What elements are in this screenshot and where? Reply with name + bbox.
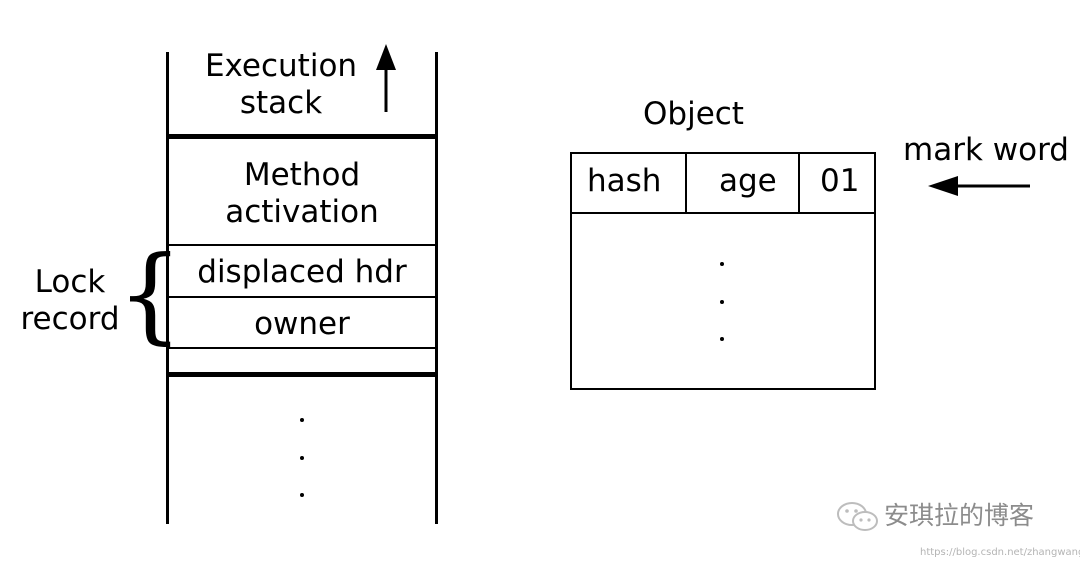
execution-stack-label-line2: stack xyxy=(239,85,323,121)
stack-ellipsis-dot xyxy=(300,456,304,460)
execution-stack-label-line1: Execution xyxy=(204,48,358,84)
cell-divider xyxy=(685,154,687,212)
stack-divider xyxy=(166,296,438,298)
mark-word-cell-age: age xyxy=(719,163,777,199)
stack-divider xyxy=(166,244,438,246)
lock-record-label-line1: Lock xyxy=(34,264,106,300)
stack-divider-thick-top xyxy=(166,134,438,139)
mark-word-label: mark word xyxy=(903,132,1069,168)
stack-divider-thick-bottom xyxy=(166,372,438,377)
lock-record-label-line2: record xyxy=(20,301,120,337)
object-ellipsis-dot xyxy=(720,300,724,304)
object-box: hash age 01 xyxy=(570,152,876,390)
watermark-url: https://blog.csdn.net/zhangwangwei xyxy=(920,547,1080,558)
stack-right-border xyxy=(435,52,438,524)
owner-label: owner xyxy=(254,306,350,342)
up-arrow-icon xyxy=(376,44,396,112)
mark-word-row: hash age 01 xyxy=(572,154,874,214)
object-ellipsis-dot xyxy=(720,337,724,341)
stack-left-border xyxy=(166,52,169,524)
displaced-hdr-label: displaced hdr xyxy=(197,254,407,290)
watermark-blog-name: 安琪拉的博客 xyxy=(884,501,1035,530)
lock-record-brace: { xyxy=(117,233,184,355)
cell-divider xyxy=(798,154,800,212)
method-activation-line1: Method xyxy=(243,157,361,193)
mark-word-cell-hash: hash xyxy=(587,163,662,199)
wechat-icon xyxy=(837,502,878,531)
stack-ellipsis-dot xyxy=(300,418,304,422)
object-title: Object xyxy=(643,96,744,132)
object-ellipsis-dot xyxy=(720,262,724,266)
method-activation-line2: activation xyxy=(225,194,379,230)
stack-divider xyxy=(166,347,438,349)
mark-word-cell-flag: 01 xyxy=(820,163,860,199)
left-arrow-icon xyxy=(928,176,1030,196)
stack-ellipsis-dot xyxy=(300,493,304,497)
